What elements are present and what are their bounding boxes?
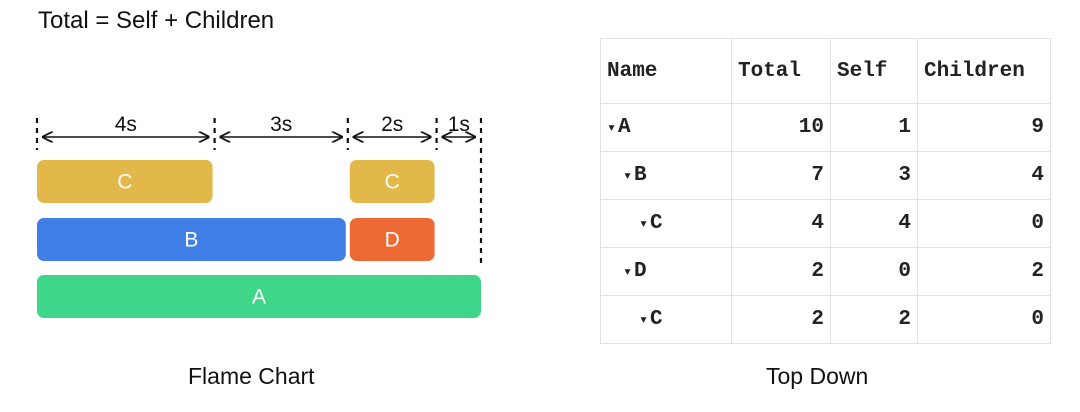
node-name: A [618, 116, 631, 139]
duration-label: 4s [115, 113, 137, 136]
cell-self: 1 [830, 103, 918, 152]
flame-bar-label: C [117, 171, 132, 194]
cell-total: 2 [731, 247, 831, 296]
cell-children: 0 [917, 199, 1051, 248]
column-header-children: Children [917, 38, 1051, 104]
node-name: D [634, 260, 647, 283]
flame-bar-label: C [385, 171, 400, 194]
cell-self: 0 [830, 247, 918, 296]
cell-self: 2 [830, 295, 918, 344]
flame-bar-label: D [385, 229, 400, 252]
duration-label: 1s [448, 113, 470, 136]
column-header-self: Self [830, 38, 918, 104]
cell-total: 4 [731, 199, 831, 248]
cell-self: 3 [830, 151, 918, 200]
flame-bar-b [37, 218, 346, 261]
row-name: ▾C [600, 199, 732, 248]
expand-triangle-icon[interactable]: ▾ [623, 264, 633, 281]
cell-children: 9 [917, 103, 1051, 152]
flame-bar-label: A [252, 286, 266, 309]
flame-chart: 4s 3s 2s 1s C C B D A [35, 113, 483, 318]
cell-total: 10 [731, 103, 831, 152]
column-header-total: Total [731, 38, 831, 104]
page-title: Total = Self + Children [38, 7, 275, 34]
flame-bar-a [37, 275, 481, 318]
expand-triangle-icon[interactable]: ▾ [639, 312, 649, 329]
node-name: C [650, 212, 663, 235]
column-header-name: Name [600, 38, 732, 104]
cell-total: 7 [731, 151, 831, 200]
flame-bar-c [349, 160, 435, 203]
top-down-caption: Top Down [766, 363, 869, 389]
flame-bar-d [349, 218, 435, 261]
node-name: C [650, 308, 663, 331]
row-name: ▾B [600, 151, 732, 200]
cell-self: 4 [830, 199, 918, 248]
row-name: ▾C [600, 295, 732, 344]
cell-children: 2 [917, 247, 1051, 296]
node-name: B [634, 164, 647, 187]
cell-children: 4 [917, 151, 1051, 200]
cell-total: 2 [731, 295, 831, 344]
expand-triangle-icon[interactable]: ▾ [607, 120, 617, 137]
cell-children: 0 [917, 295, 1051, 344]
row-name: ▾D [600, 247, 732, 296]
expand-triangle-icon[interactable]: ▾ [639, 216, 649, 233]
duration-label: 2s [381, 113, 403, 136]
duration-label: 3s [270, 113, 292, 136]
flame-chart-caption: Flame Chart [188, 363, 315, 389]
expand-triangle-icon[interactable]: ▾ [623, 168, 633, 185]
flame-bar-c [37, 160, 213, 203]
row-name: ▾A [600, 103, 732, 152]
flame-bar-label: B [184, 229, 198, 252]
